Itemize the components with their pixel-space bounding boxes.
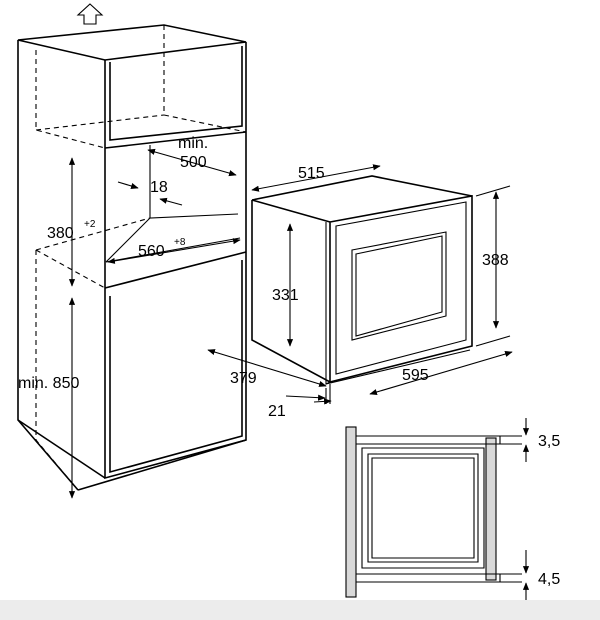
label-4-5: 4,5 bbox=[538, 571, 560, 588]
cabinet-hidden-edges bbox=[35, 25, 247, 491]
dimension-595: 595 bbox=[369, 351, 513, 395]
label-3-5: 3,5 bbox=[538, 433, 560, 450]
label-560: 560 bbox=[138, 243, 165, 260]
dimension-388: 388 bbox=[475, 185, 511, 347]
label-21: 21 bbox=[268, 403, 286, 420]
section-detail bbox=[345, 426, 522, 598]
dimension-21: 21 bbox=[268, 384, 332, 420]
label-min-850: min. 850 bbox=[18, 375, 79, 392]
arrow-up-outline-icon bbox=[76, 3, 104, 25]
dimension-18: 18 bbox=[117, 179, 183, 206]
dimension-3-5: 3,5 bbox=[522, 418, 560, 462]
label-380-tol: +2 bbox=[84, 219, 96, 230]
dimension-515: 515 bbox=[251, 164, 381, 192]
label-500: 500 bbox=[180, 154, 207, 171]
dimension-331: 331 bbox=[272, 223, 299, 347]
dimension-380: 380 +2 bbox=[47, 157, 96, 287]
label-560-tol: +8 bbox=[174, 237, 186, 248]
dimension-min-500: min. 500 bbox=[147, 135, 237, 177]
label-379: 379 bbox=[230, 370, 257, 387]
appliance-outline bbox=[251, 175, 473, 385]
label-515: 515 bbox=[298, 165, 325, 182]
label-388: 388 bbox=[482, 252, 509, 269]
label-18: 18 bbox=[150, 179, 168, 196]
dimension-min-850: min. 850 bbox=[18, 297, 79, 499]
footer-bar bbox=[0, 600, 600, 620]
label-331: 331 bbox=[272, 287, 299, 304]
dimension-379: 379 bbox=[207, 349, 327, 387]
label-380: 380 bbox=[47, 225, 74, 242]
dimension-560: 560 +8 bbox=[107, 237, 241, 264]
label-595: 595 bbox=[402, 367, 429, 384]
dimension-4-5: 4,5 bbox=[522, 550, 560, 604]
label-min: min. bbox=[178, 135, 208, 152]
